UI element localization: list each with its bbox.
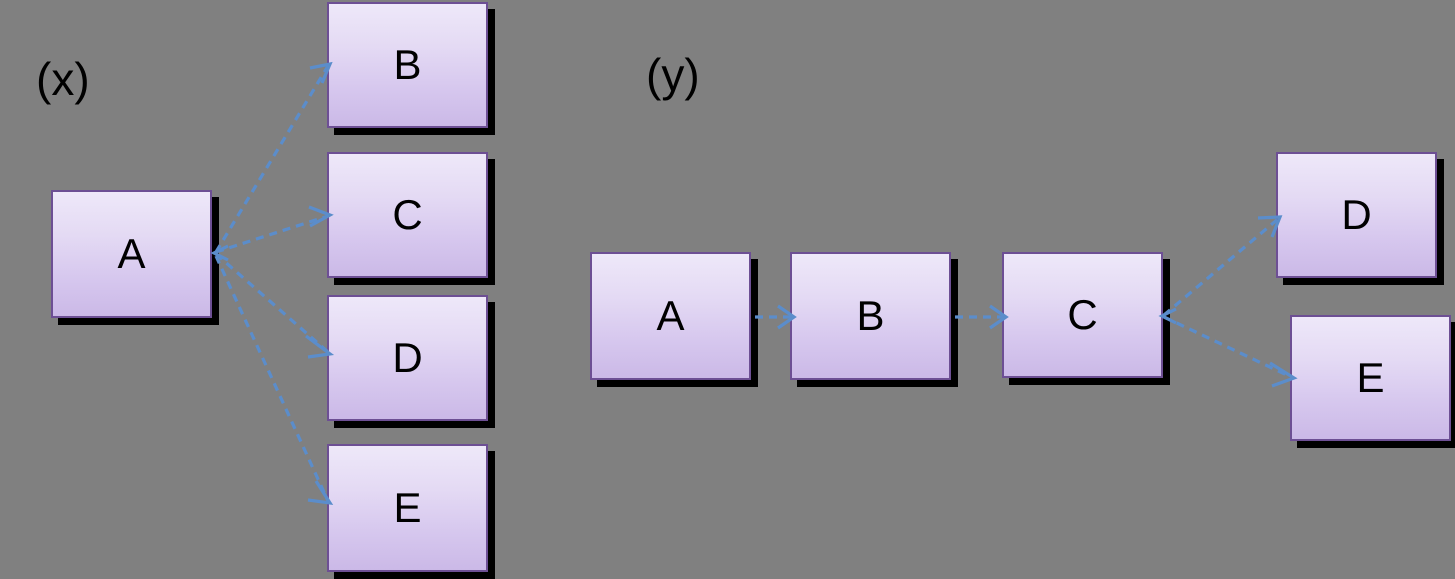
node-x-b-label: B <box>393 41 422 88</box>
edge-y-fork-origin-arrowhead <box>1158 307 1177 325</box>
edge-x-a-to-e-line <box>214 255 330 502</box>
edge-y-b-to-c <box>955 304 1009 330</box>
edge-x-a-to-c-line <box>215 214 329 254</box>
node-y-b[interactable]: B <box>790 252 951 380</box>
panel-y-label: (y) <box>646 49 700 101</box>
edge-x-a-to-d-line <box>214 252 330 354</box>
panel-x-label: (x) <box>36 53 90 105</box>
node-x-d-label: D <box>392 334 423 381</box>
edge-y-c-to-e <box>1163 315 1298 388</box>
edge-x-a-to-c <box>215 205 334 254</box>
node-y-d[interactable]: D <box>1276 152 1437 278</box>
node-y-d-label: D <box>1341 191 1372 238</box>
node-x-a-label: A <box>117 230 146 277</box>
edge-x-a-to-d <box>214 252 335 359</box>
node-x-e-label: E <box>393 484 422 531</box>
edge-x-fan-origin-arrowhead <box>210 244 229 262</box>
node-x-a[interactable]: A <box>51 190 212 318</box>
edge-y-a-to-b <box>755 304 797 330</box>
edge-x-a-to-e <box>214 255 334 506</box>
edge-y-c-to-d-line <box>1162 217 1280 317</box>
edge-x-a-to-b <box>214 61 333 253</box>
node-y-a-label: A <box>656 292 685 339</box>
edge-y-c-to-d <box>1162 215 1283 317</box>
edge-x-a-to-b-line <box>214 65 330 253</box>
node-y-b-label: B <box>856 292 885 339</box>
node-x-b[interactable]: B <box>327 2 488 128</box>
panel-x-edges <box>210 61 335 506</box>
node-y-c-label: C <box>1067 291 1098 338</box>
node-x-c-label: C <box>392 191 423 238</box>
node-x-c[interactable]: C <box>327 152 488 278</box>
node-y-e-label: E <box>1356 354 1385 401</box>
node-y-e[interactable]: E <box>1290 315 1451 441</box>
node-x-d[interactable]: D <box>327 295 488 421</box>
node-y-a[interactable]: A <box>590 252 751 380</box>
edge-y-c-to-e-line <box>1163 315 1292 379</box>
node-x-e[interactable]: E <box>327 444 488 572</box>
node-y-c[interactable]: C <box>1002 252 1163 378</box>
